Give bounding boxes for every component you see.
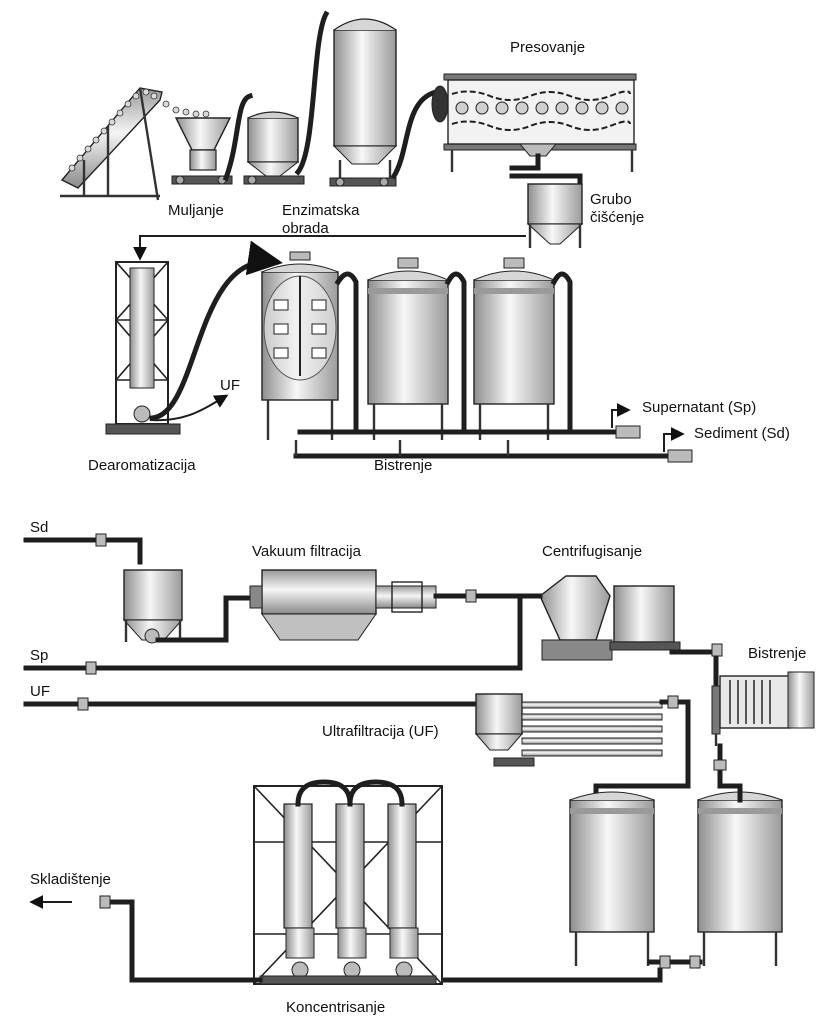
- valve-icon: [95, 533, 107, 547]
- valve-icon: [711, 643, 723, 657]
- dearomatization-column-icon: [105, 261, 181, 435]
- valve-icon: [659, 955, 701, 969]
- valve-icon: [99, 895, 111, 909]
- grubo-label-2: čišćenje: [590, 209, 644, 226]
- feed-tank-icon: [122, 569, 184, 644]
- valve-icon: [615, 425, 693, 463]
- evaporator-icon: [253, 779, 443, 985]
- conveyor-icon: [60, 87, 210, 201]
- grubo-label-1: Grubo: [590, 191, 632, 208]
- press-icon: [431, 73, 637, 172]
- clarification-tank-3-icon: [473, 257, 555, 440]
- crusher-icon: [171, 117, 233, 185]
- centrifugisanje-label: Centrifugisanje: [542, 543, 642, 560]
- maceration-tank-icon: [329, 18, 398, 187]
- filter-press-icon: [711, 671, 815, 746]
- supernatant-label: Supernatant (Sp): [642, 399, 756, 416]
- valve-icon: [713, 759, 727, 771]
- coarse-cleaning-tank-icon: [526, 183, 584, 248]
- ultrafiltracija-label: Ultrafiltracija (UF): [322, 723, 439, 740]
- storage-tank-1-icon: [569, 791, 655, 966]
- sp-line-label: Sp: [30, 647, 48, 664]
- uf-line-label: UF: [30, 683, 50, 700]
- koncentrisanje-label: Koncentrisanje: [286, 999, 385, 1016]
- presovanje-label: Presovanje: [510, 39, 585, 56]
- clarification-tank-1-icon: [261, 251, 339, 440]
- dearomatizacija-label: Dearomatizacija: [88, 457, 196, 474]
- enzyme-tank-icon: [243, 111, 305, 185]
- skladistenje-label: Skladištenje: [30, 871, 111, 888]
- bistrenje-top-label: Bistrenje: [374, 457, 432, 474]
- muljanje-label: Muljanje: [168, 202, 224, 219]
- vacuum-drum-filter-icon: [249, 569, 437, 641]
- enzimatska-label-1: Enzimatska: [282, 202, 360, 219]
- valve-icon: [85, 589, 477, 675]
- centrifuge-icon: [539, 575, 681, 661]
- enzimatska-label-2: obrada: [282, 220, 329, 237]
- valve-icon: [77, 697, 89, 711]
- bistrenje-bottom-label: Bistrenje: [748, 645, 806, 662]
- ultrafiltration-icon: [474, 693, 663, 767]
- sediment-label: Sediment (Sd): [694, 425, 790, 442]
- clarification-tank-2-icon: [367, 257, 449, 440]
- valve-icon: [667, 695, 679, 709]
- uf-top-label: UF: [220, 377, 240, 394]
- storage-tank-2-icon: [697, 791, 783, 966]
- vakuum-label: Vakuum filtracija: [252, 543, 362, 560]
- sd-line-label: Sd: [30, 519, 48, 536]
